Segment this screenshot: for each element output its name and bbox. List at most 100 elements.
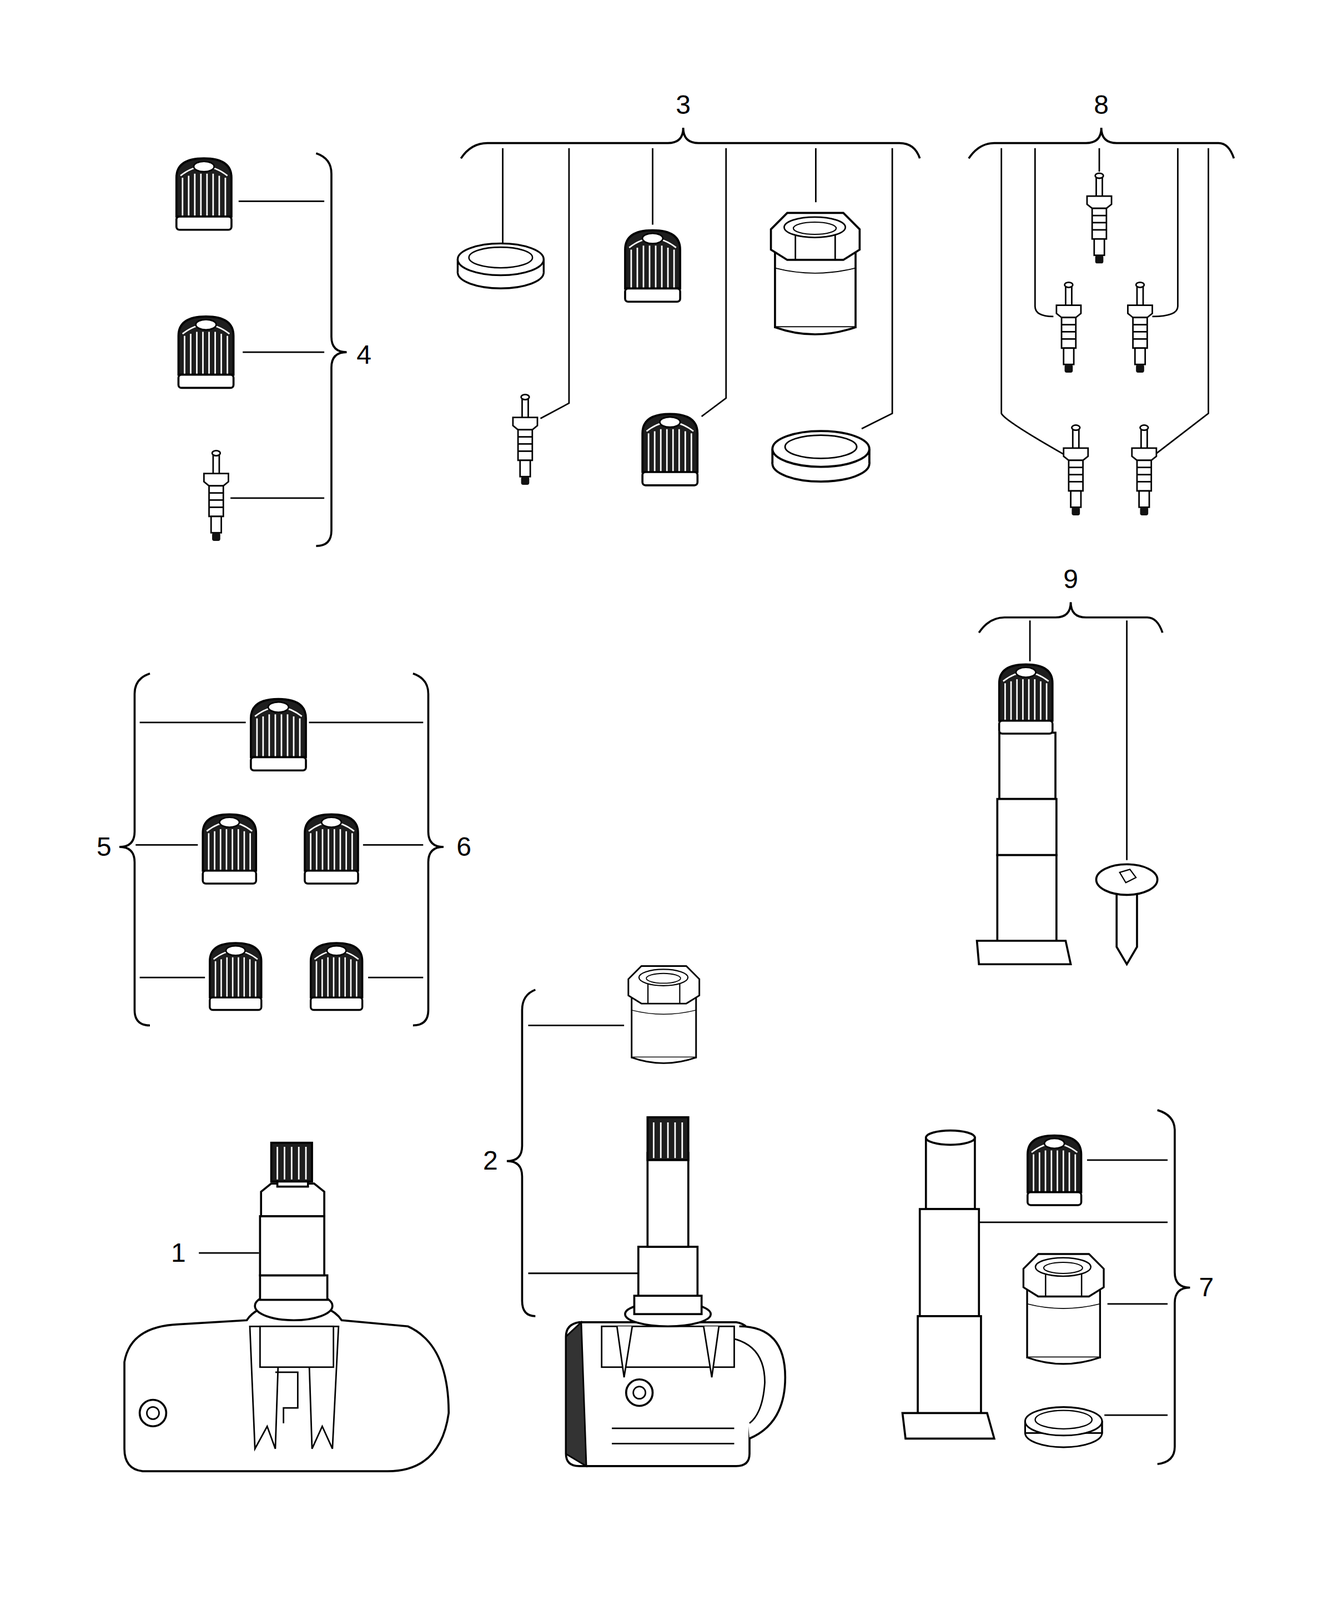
callout-number: 3 [673,90,693,120]
leader-lines [1098,148,1101,172]
group-5-6-caps [304,813,359,884]
leader-lines [1155,148,1209,455]
group-7-parts [926,1130,975,1145]
sensor-1 [275,1371,298,1423]
callout-number: 2 [480,1145,501,1175]
leader-lines [1001,148,1064,455]
leader-lines [198,1251,259,1254]
group-4-parts [176,158,232,230]
group-5-6-caps [202,813,256,884]
leader-lines [139,976,206,979]
group-2-parts [616,1325,719,1377]
group-8-parts [1056,282,1081,373]
group-2-parts [634,1295,702,1314]
callout-number: 1 [168,1238,189,1267]
sensor-1 [259,1325,334,1367]
brackets [460,127,920,159]
group-9-parts [997,798,1057,855]
group-4-parts [176,158,234,541]
brackets [119,127,1235,1464]
leader-lines [238,200,325,203]
brackets [413,673,444,1026]
sensor-1 [277,1146,306,1180]
group-3-parts [457,212,869,485]
sensor-1 [260,1183,325,1216]
sensor-1 [271,1142,313,1182]
callout-number: 7 [1196,1272,1217,1302]
leader-lines [815,148,817,203]
group-7-parts [926,1137,975,1209]
group-2-parts [626,1379,653,1406]
brackets [315,153,347,546]
group-5-6-caps [209,942,262,1010]
group-8-parts [1063,424,1089,516]
brackets [968,127,1235,159]
leader-lines [242,351,325,354]
group-7-parts [902,1130,1105,1447]
group-7-parts [1024,1406,1103,1447]
callout-number: 9 [1060,564,1081,594]
group-9-parts [1119,868,1136,883]
leader-lines [540,148,569,419]
group-9-parts [997,854,1057,942]
group-3-parts [512,394,538,485]
leader-lines [230,496,325,499]
group-8-parts [1127,282,1153,373]
group-2-parts [611,1427,734,1444]
group-9-parts [1096,863,1158,895]
sensor-1 [124,1300,449,1471]
leader-lines [1087,1158,1168,1161]
group-2-parts [647,1117,688,1160]
group-7-parts [917,1315,982,1415]
group-2-parts [633,1386,646,1399]
group-7-parts [902,1412,995,1438]
sensor-1 [146,1406,159,1419]
sensor-1 [139,1399,167,1427]
leader-lines [1107,1302,1168,1305]
group-3-parts [642,413,698,486]
group-8-parts [1087,173,1112,264]
group-7-parts [1023,1253,1104,1364]
leader-lines [1104,1414,1168,1416]
group-8-parts [1056,173,1157,516]
leader-lines [1029,620,1031,661]
group-9-parts [977,940,1071,964]
group-2-parts [653,1122,682,1158]
group-2-parts [565,966,786,1466]
group-9-parts [999,732,1056,799]
group-4-parts [203,450,229,541]
leader-lines [527,1024,625,1026]
leader-lines [135,148,1209,1415]
group-9-parts [999,664,1053,734]
group-5-6-caps [310,942,363,1010]
brackets [506,989,536,1316]
group-2-parts [565,1321,750,1466]
leader-lines [363,843,424,846]
leader-lines [861,148,893,429]
group-4-parts [178,316,234,389]
group-7-parts [919,1208,980,1316]
leader-lines [976,1221,1168,1224]
group-5-6-caps [250,698,306,771]
callout-number: 4 [354,340,374,370]
group-2-parts [647,1152,688,1247]
leader-lines [139,721,246,724]
group-9-parts [977,664,1158,964]
group-3-parts [625,230,681,303]
brackets [1157,1109,1191,1464]
group-2-parts [565,1321,587,1466]
sensor-1 [259,1274,328,1300]
group-5-6-caps [202,698,362,1010]
group-8-parts [1132,424,1157,516]
leader-lines [1034,148,1054,317]
sensor-1 [259,1215,325,1276]
leader-lines [368,976,424,979]
leader-lines [701,148,727,417]
brackets [119,673,150,1026]
leader-lines [1152,148,1179,317]
group-3-parts [772,430,870,482]
leader-lines [135,843,198,846]
group-2-parts [628,966,700,1064]
leader-lines [527,1271,640,1274]
